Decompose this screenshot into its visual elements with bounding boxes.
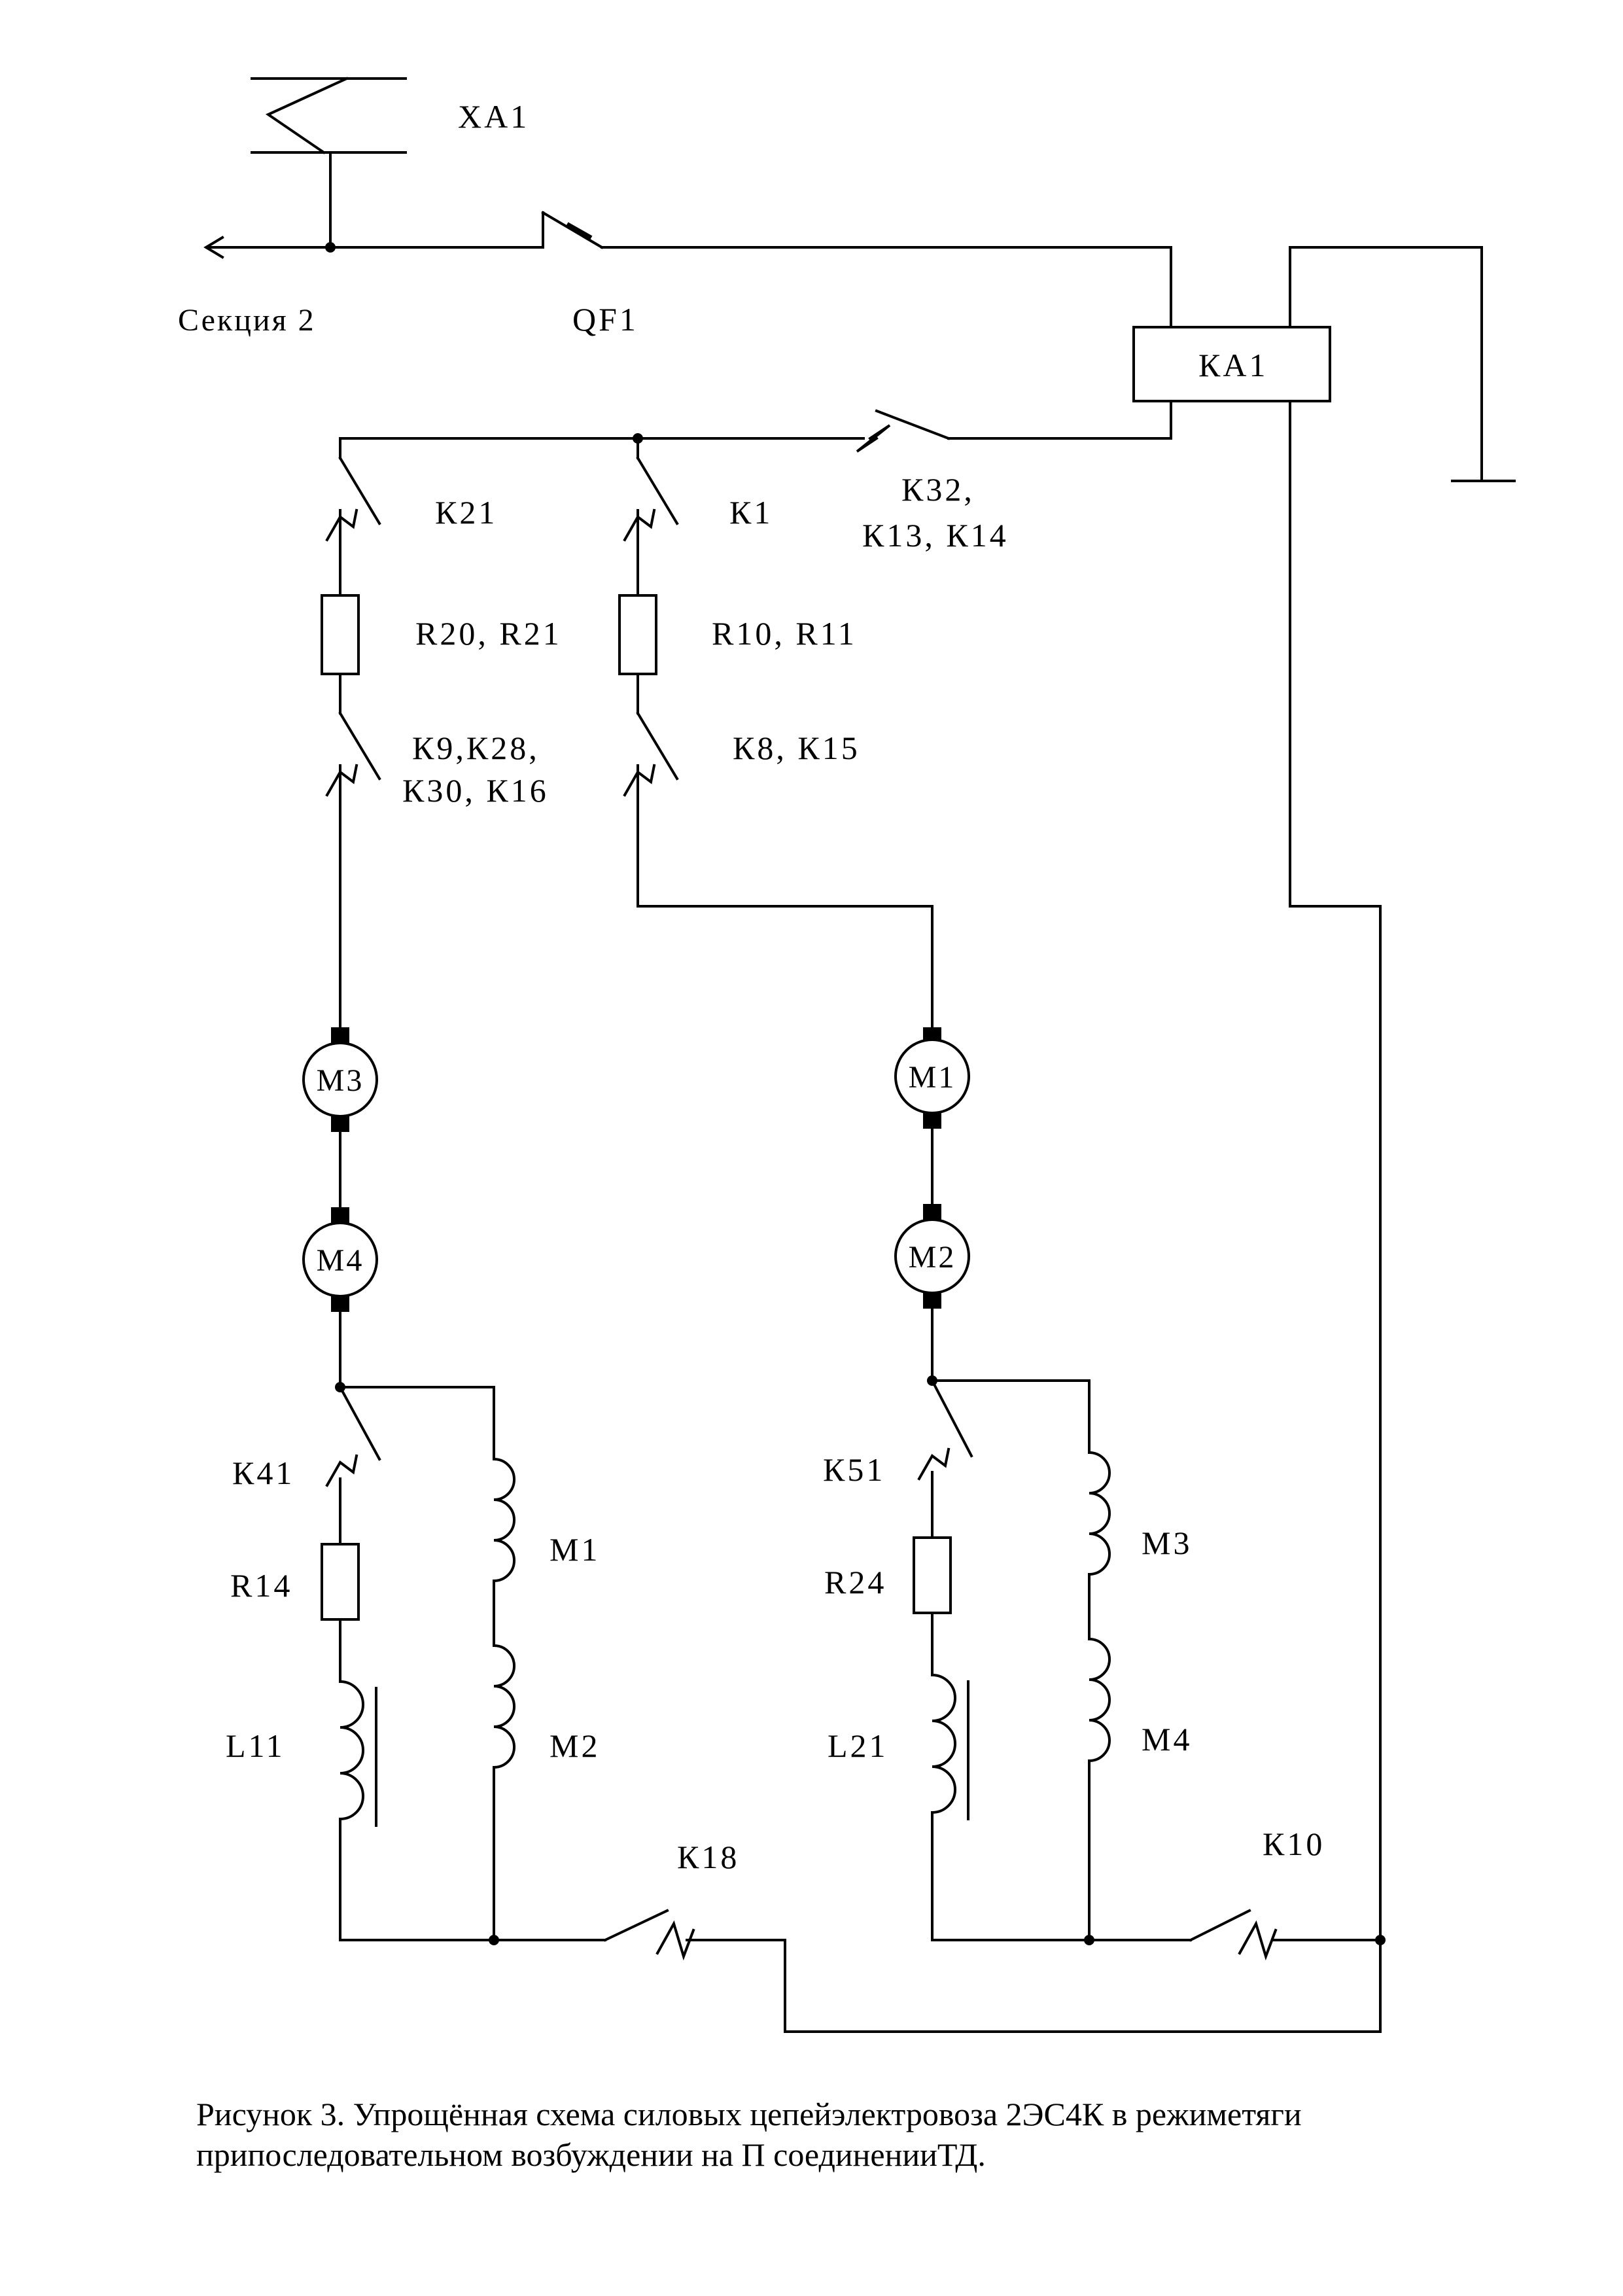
- figure-caption: Рисунок 3. Упрощённая схема силовых цепе…: [196, 2094, 1570, 2175]
- label-k51: К51: [823, 1451, 885, 1488]
- label-section-2: Секция 2: [178, 303, 316, 338]
- caption-line-2: припоследовательном возбуждении на П сое…: [196, 2136, 986, 2173]
- label-k41: К41: [232, 1455, 294, 1491]
- right-motor-chain: [894, 1027, 970, 1382]
- label-ka1: КА1: [1198, 347, 1268, 383]
- label-r20-r21: R20, R21: [415, 615, 562, 652]
- return-wire-right: [1289, 400, 1382, 2033]
- label-motor-m4: М4: [317, 1243, 364, 1278]
- label-motor-m3: М3: [317, 1063, 364, 1098]
- label-k32-line1: К32,: [901, 471, 975, 508]
- label-l21: L21: [828, 1727, 888, 1764]
- current-collector-xa1: [251, 77, 407, 249]
- label-r24: R24: [824, 1564, 886, 1600]
- label-winding-m2: М2: [550, 1727, 600, 1764]
- label-k1: К1: [729, 494, 773, 531]
- label-winding-m1: М1: [550, 1531, 600, 1568]
- left-branch-top: [321, 456, 381, 1029]
- label-motor-m1: М1: [909, 1060, 956, 1095]
- label-k18: К18: [677, 1839, 739, 1875]
- top-busbar: [339, 400, 1172, 459]
- label-winding-m4: М4: [1142, 1721, 1192, 1757]
- label-xa1: ХА1: [458, 98, 529, 135]
- label-winding-m3: М3: [1142, 1525, 1192, 1561]
- caption-line-1: Рисунок 3. Упрощённая схема силовых цепе…: [196, 2096, 1302, 2132]
- label-k32-line2: К13, К14: [862, 517, 1009, 554]
- contactor-k18: [493, 1909, 1382, 2033]
- relay-ka1: [1132, 326, 1331, 402]
- contactor-k10: [1088, 1909, 1386, 1961]
- left-motor-chain: [302, 1027, 378, 1388]
- label-r10-r11: R10, R11: [712, 615, 857, 652]
- label-k8-k15: К8, К15: [733, 730, 860, 766]
- label-k9-line1: К9,К28,: [412, 730, 540, 766]
- label-k21: К21: [435, 494, 497, 531]
- label-qf1: QF1: [572, 301, 638, 338]
- label-motor-m2: М2: [909, 1240, 956, 1275]
- label-r14: R14: [230, 1567, 292, 1604]
- label-k9-line2: К30, К16: [402, 772, 549, 809]
- right-excitation-block: [913, 1375, 1111, 1945]
- section-2-line: [203, 236, 544, 259]
- label-l11: L11: [226, 1727, 285, 1764]
- middle-branch-top: [618, 437, 934, 1029]
- ground-connection: [1289, 246, 1516, 482]
- left-excitation-block: [321, 1382, 515, 1945]
- label-k10: К10: [1263, 1826, 1325, 1862]
- breaker-qf1: [541, 211, 1172, 328]
